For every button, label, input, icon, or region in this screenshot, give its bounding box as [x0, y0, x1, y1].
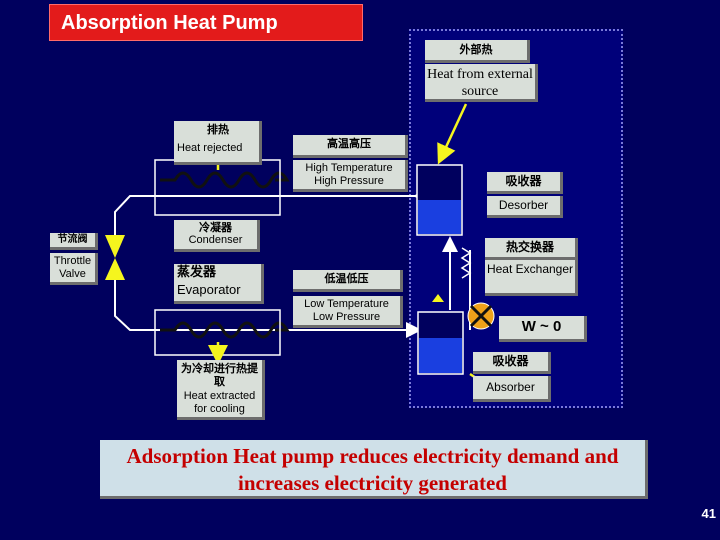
pipe-high-pressure — [114, 188, 429, 235]
heat-exchanger-label: Heat Exchanger — [485, 260, 578, 296]
absorber-valve-symbol — [432, 294, 444, 302]
throttle-cn-label: 节流阀 — [50, 233, 98, 250]
pipe-throttle-to-evaporator — [114, 280, 150, 331]
throttle-valve-symbol — [105, 235, 125, 280]
heat-rejected-label: 排热 Heat rejected — [174, 121, 262, 165]
summary-box: Adsorption Heat pump reduces electricity… — [100, 440, 648, 499]
high-tp-cn-label: 高温高压 — [293, 135, 408, 158]
external-heat-label: Heat from external source — [425, 64, 538, 102]
desorber-tank — [416, 164, 463, 236]
desorber-cn-label: 吸收器 — [487, 172, 563, 194]
condenser-coil — [160, 171, 290, 189]
desorber-label: Desorber — [487, 196, 563, 218]
absorber-tank — [417, 311, 464, 375]
high-tp-label: High Temperature High Pressure — [293, 160, 408, 192]
low-tp-cn-label: 低温低压 — [293, 270, 403, 292]
external-heat-cn-label: 外部热 — [425, 40, 530, 63]
condenser-label: 冷凝器 Condenser — [174, 220, 260, 252]
page-number: 41 — [701, 506, 716, 521]
evaporator-label: 蒸发器 Evaporator — [174, 264, 264, 304]
throttle-valve-label: Throttle Valve — [50, 253, 98, 285]
heat-extracted-label: 为冷却进行热提取 Heat extracted for cooling — [177, 360, 265, 420]
heat-exchanger-coil — [460, 247, 472, 279]
evaporator-coil — [160, 321, 290, 339]
absorber-cn-label: 吸收器 — [473, 352, 551, 374]
absorber-label: Absorber — [473, 376, 551, 402]
page-title: Absorption Heat Pump — [49, 4, 363, 41]
low-tp-label: Low Temperature Low Pressure — [293, 296, 403, 328]
heat-exchanger-cn-label: 热交换器 — [485, 238, 578, 260]
pump-symbol — [467, 302, 495, 330]
work-label: W ~ 0 — [499, 316, 587, 342]
